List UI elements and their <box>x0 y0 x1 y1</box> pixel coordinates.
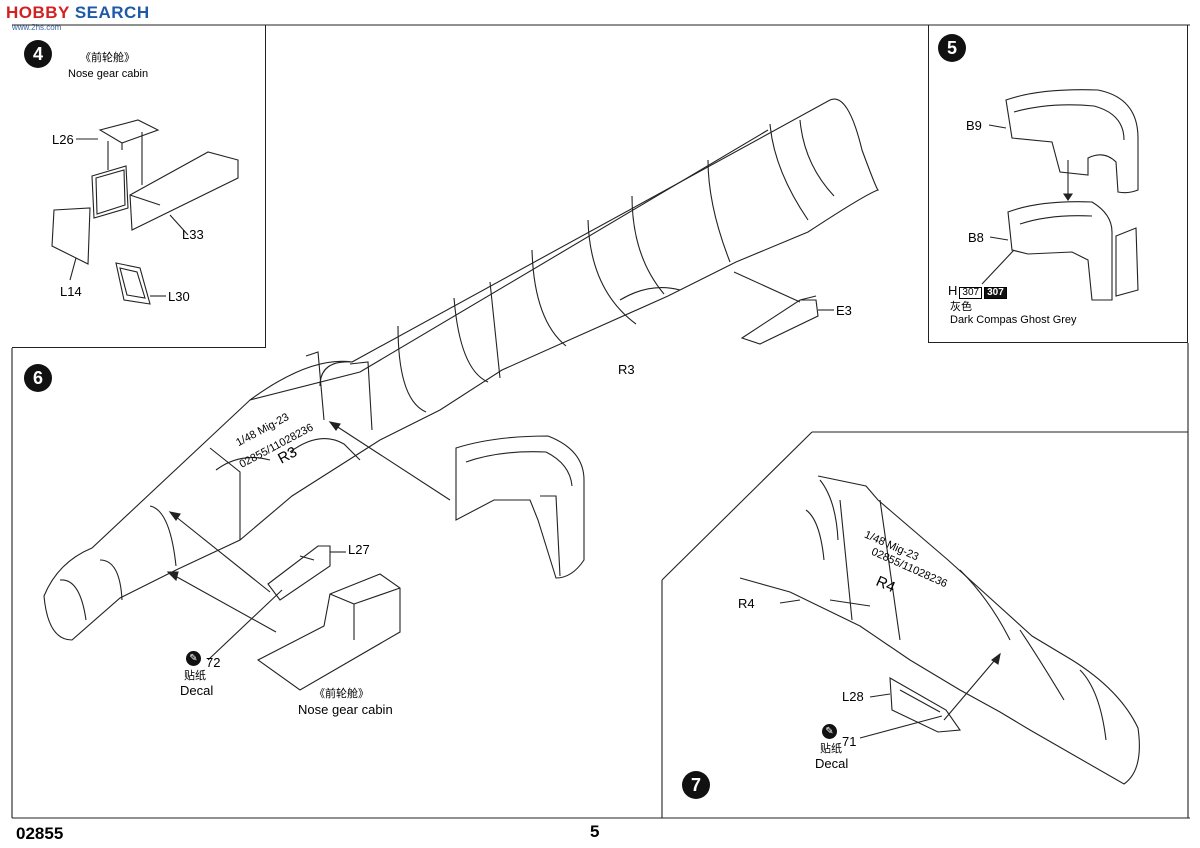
paint-color-en: Dark Compas Ghost Grey <box>950 314 1077 326</box>
decal-label-en-7: Decal <box>815 756 849 771</box>
paint-color-cn: 灰色 <box>950 301 972 313</box>
page-number: 5 <box>590 822 600 841</box>
step6-caption-en: Nose gear cabin <box>298 702 393 717</box>
decal-label-en-6: Decal <box>180 683 214 698</box>
part-label-l26: L26 <box>52 132 74 147</box>
watermark-url: www.2hs.com <box>12 23 62 32</box>
kit-number: 02855 <box>16 824 64 843</box>
paint-swatch-light: 307 <box>959 287 983 299</box>
step4-caption-en: Nose gear cabin <box>68 68 149 80</box>
decal-label-cn-6: 贴纸 <box>184 670 206 682</box>
decal-icon: ✎ <box>822 724 837 739</box>
part-label-l30: L30 <box>168 289 190 304</box>
part-label-l28: L28 <box>842 689 864 704</box>
part-label-l14: L14 <box>60 284 82 299</box>
step-7-badge: 7 <box>682 771 710 799</box>
part-label-b8: B8 <box>968 230 984 245</box>
part-label-r4: R4 <box>738 596 755 611</box>
step-4-badge: 4 <box>24 40 52 68</box>
part-label-b9: B9 <box>966 118 982 133</box>
watermark-logo: HOBBY SEARCH <box>6 3 150 22</box>
step4-panel <box>12 25 266 348</box>
step-6-badge: 6 <box>24 364 52 392</box>
decal-label-cn-7: 贴纸 <box>820 743 842 755</box>
decal-number-71: 71 <box>842 734 857 749</box>
step6-caption-cn: 《前轮舱》 <box>314 688 369 700</box>
step4-caption-cn: 《前轮舱》 <box>80 52 135 64</box>
part-label-l27: L27 <box>348 542 370 557</box>
paint-swatch-dark: 307 <box>984 287 1007 299</box>
decal-number-72: 72 <box>206 655 221 670</box>
step-5-badge: 5 <box>938 34 966 62</box>
decal-icon: ✎ <box>186 651 201 666</box>
part-label-l33: L33 <box>182 227 204 242</box>
part-label-e3: E3 <box>836 303 852 318</box>
part-label-r3: R3 <box>618 362 635 377</box>
step5-panel <box>928 25 1188 343</box>
